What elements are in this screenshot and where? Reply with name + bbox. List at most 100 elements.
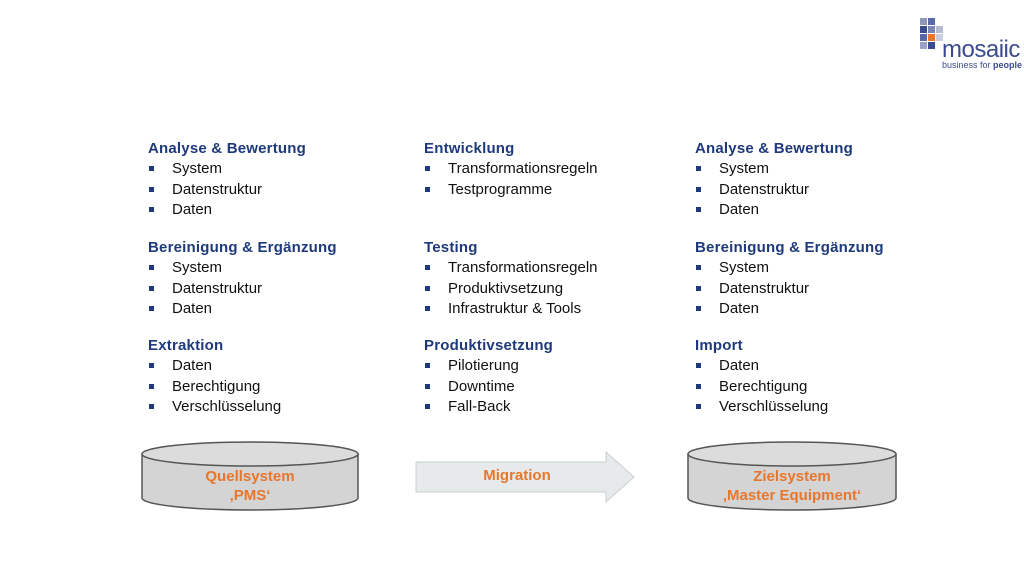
square-bullet-icon: [149, 285, 154, 291]
section-title: Bereinigung & Ergänzung: [695, 239, 884, 256]
mosaiic-logo: mosaiic business for people: [918, 18, 1022, 72]
list-item-text: Testprogramme: [448, 180, 553, 198]
square-bullet-icon: [696, 265, 701, 270]
section-title: Extraktion: [148, 337, 224, 354]
list-item-text: Berechtigung: [172, 377, 261, 395]
list-item-text: System: [172, 259, 223, 276]
list-item: Daten: [148, 299, 337, 320]
square-bullet-icon: [696, 166, 701, 171]
list-item: Produktivsetzung: [424, 279, 598, 300]
list-item: Pilotierung: [424, 356, 553, 377]
list-item: Berechtigung: [695, 377, 828, 398]
list-item: Datenstruktur: [148, 180, 306, 201]
list-item: Fall-Back: [424, 397, 553, 418]
list-item: System: [695, 159, 853, 180]
list-item: Daten: [695, 200, 853, 221]
target-system-label: Zielsystem: [753, 468, 831, 485]
list-item-text: Verschlüsselung: [719, 398, 829, 415]
list-item-text: System: [719, 259, 770, 276]
list-item-text: Produktivsetzung: [448, 279, 564, 297]
list-item-text: Infrastruktur & Tools: [448, 300, 582, 317]
migration-arrow: Migration: [414, 450, 638, 504]
square-bullet-icon: [696, 404, 701, 409]
list-item: Verschlüsselung: [695, 397, 828, 418]
list-item: Transformationsregeln: [424, 159, 598, 180]
square-bullet-icon: [425, 404, 430, 409]
section-title: Import: [695, 337, 743, 354]
target-database-cylinder: Zielsystem ‚Master Equipment‘: [686, 440, 898, 512]
list-item-text: Verschlüsselung: [172, 398, 282, 415]
list-item: Daten: [148, 200, 306, 221]
square-bullet-icon: [425, 383, 430, 389]
square-bullet-icon: [696, 363, 701, 368]
list-item-text: Daten: [719, 201, 760, 218]
list-item-text: Transformationsregeln: [448, 160, 598, 177]
list-item-text: System: [719, 160, 770, 177]
list-item-text: Transformationsregeln: [448, 259, 598, 276]
source-database-cylinder: Quellsystem ‚PMS‘: [140, 440, 360, 512]
square-bullet-icon: [425, 306, 430, 311]
list-item: Verschlüsselung: [148, 397, 281, 418]
square-bullet-icon: [149, 166, 154, 171]
target-system-name: ‚Master Equipment‘: [722, 487, 862, 504]
list-item-text: System: [172, 160, 223, 177]
list-item-text: Datenstruktur: [719, 279, 810, 297]
list-item-text: Datenstruktur: [172, 180, 263, 198]
square-bullet-icon: [149, 186, 154, 192]
square-bullet-icon: [425, 363, 430, 368]
list-item: Infrastruktur & Tools: [424, 299, 598, 320]
list-item: Daten: [148, 356, 281, 377]
source-system-label: Quellsystem: [205, 468, 295, 485]
list-item: Downtime: [424, 377, 553, 398]
square-bullet-icon: [149, 306, 154, 311]
square-bullet-icon: [696, 207, 701, 212]
square-bullet-icon: [696, 306, 701, 311]
list-item-text: Fall-Back: [448, 398, 511, 415]
square-bullet-icon: [696, 186, 701, 192]
square-bullet-icon: [425, 265, 430, 270]
list-item: System: [695, 258, 884, 279]
list-item: System: [148, 159, 306, 180]
list-item: Datenstruktur: [148, 279, 337, 300]
square-bullet-icon: [149, 404, 154, 409]
list-item: Daten: [695, 299, 884, 320]
section-title: Analyse & Bewertung: [695, 140, 854, 157]
list-item-text: Berechtigung: [719, 377, 808, 395]
list-item: Datenstruktur: [695, 180, 853, 201]
list-item: Transformationsregeln: [424, 258, 598, 279]
square-bullet-icon: [425, 166, 430, 171]
source-system-name: ‚PMS‘: [229, 487, 271, 504]
list-item-text: Datenstruktur: [719, 180, 810, 198]
square-bullet-icon: [149, 383, 154, 389]
logo-wordmark: mosaiic: [942, 36, 1020, 63]
square-bullet-icon: [696, 383, 701, 389]
section-title: Testing: [424, 239, 478, 256]
square-bullet-icon: [696, 285, 701, 291]
list-item-text: Pilotierung: [448, 357, 519, 374]
list-item: Berechtigung: [148, 377, 281, 398]
square-bullet-icon: [149, 207, 154, 212]
section-title: Bereinigung & Ergänzung: [148, 239, 337, 256]
migration-label: Migration: [483, 467, 551, 484]
square-bullet-icon: [149, 265, 154, 270]
square-bullet-icon: [149, 363, 154, 368]
list-item-text: Downtime: [448, 377, 515, 395]
list-item-text: Daten: [719, 357, 760, 374]
list-item-text: Daten: [172, 357, 213, 374]
list-item: System: [148, 258, 337, 279]
list-item-text: Daten: [172, 300, 213, 317]
list-item: Datenstruktur: [695, 279, 884, 300]
square-bullet-icon: [425, 186, 430, 192]
list-item: Daten: [695, 356, 828, 377]
list-item-text: Daten: [172, 201, 213, 218]
list-item-text: Datenstruktur: [172, 279, 263, 297]
square-bullet-icon: [425, 285, 430, 291]
list-item-text: Daten: [719, 300, 760, 317]
